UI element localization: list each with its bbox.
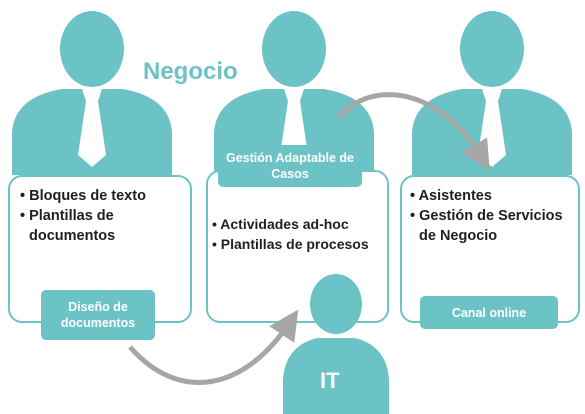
bullet-list-case-management: • Actividades ad-hoc • Plantillas de pro… [212, 214, 392, 254]
it-label: IT [320, 368, 340, 393]
person-with-tie-icon [412, 11, 572, 175]
business-label: Negocio [143, 58, 238, 85]
bullet-list-documents: • Bloques de texto • Plantillas de docum… [20, 186, 185, 246]
list-item: • Plantillas de procesos [212, 236, 369, 252]
tag-document-design: Diseño de documentos [41, 290, 155, 340]
list-item: • Gestión de Servicios de Negocio [410, 208, 563, 244]
it-person [283, 272, 389, 414]
business-person-right [412, 5, 572, 175]
business-person-left [12, 5, 172, 175]
person-with-tie-icon [12, 11, 172, 175]
list-item: • Asistentes [410, 188, 492, 204]
person-icon [283, 274, 389, 414]
list-item: • Plantillas de documentos [20, 208, 116, 244]
bullet-list-online-channel: • Asistentes • Gestión de Servicios de N… [410, 186, 578, 246]
tag-adaptive-case-management: Gestión Adaptable de Casos [218, 145, 362, 187]
list-item: • Actividades ad-hoc [212, 216, 349, 232]
list-item: • Bloques de texto [20, 188, 146, 204]
tag-online-channel: Canal online [420, 296, 558, 329]
